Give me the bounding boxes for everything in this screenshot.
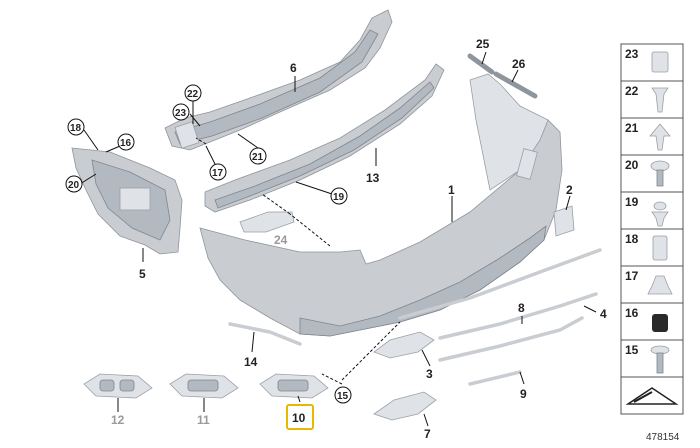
svg-text:16: 16 (625, 306, 639, 320)
rivet-icon (649, 123, 671, 151)
callout-15: 15 (337, 391, 349, 402)
part-2-reflector[interactable] (553, 205, 575, 237)
callout-21: 21 (252, 152, 264, 163)
part-11-exhaust-trim[interactable] (169, 373, 239, 399)
legend-cell-arrow[interactable] (620, 376, 684, 415)
callout-2: 2 (566, 183, 573, 197)
svg-text:20: 20 (625, 158, 639, 172)
washer-screw-icon (650, 160, 670, 172)
leader-lines (79, 51, 597, 427)
legend-cell-19[interactable] (620, 191, 684, 230)
rubber-buffer-icon (652, 314, 668, 332)
callout-labels: 6 13 1 2 25 26 5 24 14 3 4 8 9 7 12 11 (111, 37, 607, 441)
callout-10-highlight[interactable]: 10 (286, 404, 314, 430)
part-1-bumper-cover[interactable] (199, 73, 563, 337)
callout-19: 19 (333, 192, 345, 203)
svg-text:21: 21 (625, 121, 639, 135)
expanding-nut-icon (652, 235, 668, 261)
part-13-carrier[interactable] (204, 63, 445, 213)
callout-9: 9 (520, 387, 527, 401)
callout-8: 8 (518, 301, 525, 315)
callout-23: 23 (175, 108, 187, 119)
legend-cell-17[interactable] (620, 265, 684, 304)
arrow-icon (633, 391, 653, 403)
callout-26: 26 (512, 57, 526, 71)
callout-7: 7 (424, 427, 431, 441)
shape-icon (625, 387, 679, 405)
callout-25: 25 (476, 37, 490, 51)
screw-icon (651, 87, 669, 113)
svg-text:18: 18 (625, 232, 639, 246)
legend-cell-22[interactable] (620, 80, 684, 119)
callout-1: 1 (448, 183, 455, 197)
callout-14: 14 (244, 355, 258, 369)
callout-22: 22 (187, 89, 199, 100)
part-4-trim[interactable] (398, 248, 602, 320)
circled-callouts: 18 16 20 22 23 17 21 19 15 (65, 84, 352, 404)
svg-text:19: 19 (625, 195, 639, 209)
part-8-trim[interactable] (438, 292, 598, 340)
part-14-strip[interactable] (228, 322, 302, 346)
callout-13: 13 (366, 171, 380, 185)
callout-24: 24 (274, 233, 288, 247)
part-7-diffuser[interactable] (373, 391, 437, 421)
part-6-carrier[interactable] (164, 9, 393, 151)
part-9b-trim[interactable] (468, 370, 522, 386)
legend-cell-21[interactable] (620, 117, 684, 156)
callout-3: 3 (426, 367, 433, 381)
document-number: 478154 (646, 432, 680, 443)
part-26-strip[interactable] (493, 71, 538, 99)
callout-12: 12 (111, 413, 125, 427)
legend-cell-18[interactable] (620, 228, 684, 267)
part-3-diffuser[interactable] (373, 331, 435, 359)
part-25-strip[interactable] (467, 53, 495, 75)
callout-20: 20 (68, 180, 80, 191)
callout-4: 4 (600, 307, 607, 321)
callout-11: 11 (197, 413, 210, 427)
callout-6: 6 (290, 61, 297, 75)
part-10-exhaust-trim[interactable] (259, 373, 329, 399)
part-9-trim[interactable] (438, 316, 584, 362)
push-clip-icon (651, 211, 669, 227)
svg-text:15: 15 (625, 343, 639, 357)
callout-16: 16 (120, 138, 132, 149)
svg-text:17: 17 (625, 269, 639, 283)
grommet-icon (647, 275, 673, 295)
callout-17: 17 (212, 168, 224, 179)
part-24-bracket[interactable] (239, 211, 295, 233)
callout-18: 18 (70, 123, 82, 134)
part-12-exhaust-trim[interactable] (83, 373, 153, 399)
clip-nut-icon (651, 51, 669, 73)
part-5-side-bracket[interactable] (71, 147, 183, 255)
legend-cell-20[interactable] (620, 154, 684, 193)
fastener-legend: 23 22 21 20 19 18 17 16 15 (620, 43, 684, 415)
callout-5: 5 (139, 267, 146, 281)
callout-10: 10 (292, 411, 306, 425)
svg-text:23: 23 (625, 47, 639, 61)
svg-text:22: 22 (625, 84, 639, 98)
